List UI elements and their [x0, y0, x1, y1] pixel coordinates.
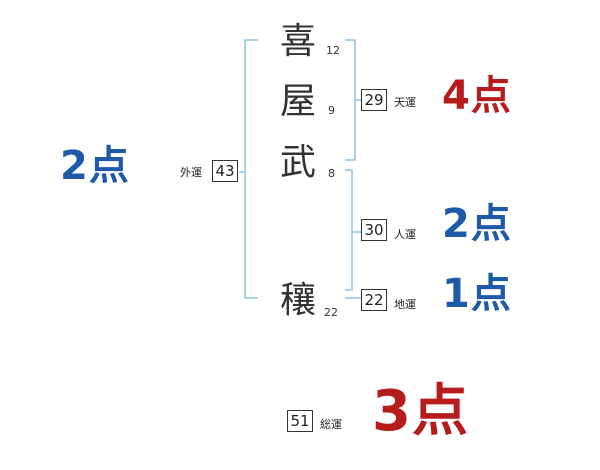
name-char-1: 喜	[279, 21, 316, 62]
tenun-value-box: 29	[361, 89, 387, 111]
tenun-label: 天運	[394, 96, 416, 109]
name-char-3: 武	[279, 142, 316, 183]
chiun-label: 地運	[394, 298, 416, 311]
gaiun-score: 2点	[60, 143, 130, 189]
name-char-4: 穰	[279, 280, 316, 321]
gaiun-bracket	[239, 39, 258, 299]
gaiun-value-box: 43	[212, 160, 238, 182]
jinun-label: 人運	[394, 228, 416, 241]
tenun-bracket	[345, 39, 362, 161]
tenun-score: 4点	[442, 73, 512, 119]
souun-value-box: 51	[287, 410, 313, 432]
chiun-score: 1点	[442, 271, 512, 317]
stroke-count-1: 12	[326, 44, 340, 57]
stroke-count-3: 8	[328, 167, 335, 180]
stroke-count-4: 22	[324, 306, 338, 319]
jinun-bracket	[345, 169, 362, 291]
gaiun-label: 外運	[180, 166, 202, 179]
souun-label: 総運	[320, 418, 342, 431]
name-char-2: 屋	[279, 81, 316, 122]
stroke-count-2: 9	[328, 104, 335, 117]
jinun-score: 2点	[442, 201, 512, 247]
souun-score: 3点	[372, 379, 469, 444]
jinun-value-box: 30	[361, 219, 387, 241]
chiun-value-box: 22	[361, 289, 387, 311]
